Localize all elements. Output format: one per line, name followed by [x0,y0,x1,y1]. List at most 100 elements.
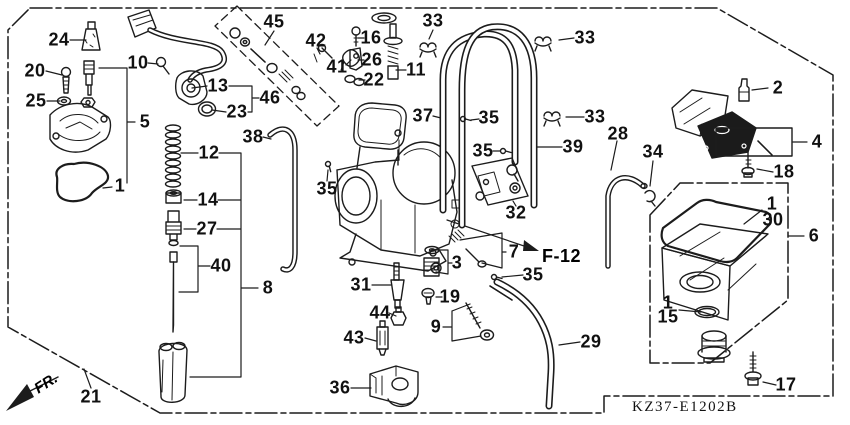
part-19-screw [421,287,435,305]
part-label-39: 39 [562,136,584,157]
part-41-clamp [340,49,360,71]
part-11-choke-assembly [371,12,403,80]
part-label-35: 35 [316,178,338,199]
part-12-spring [164,124,182,188]
part-label-32: 32 [505,202,527,223]
part-39-hose [458,23,538,229]
part-25-washer [56,96,72,106]
part-37-hose [439,30,519,214]
part-20-screw [60,66,72,94]
part-26-bracket [349,47,363,71]
part-label-4: 4 [811,131,823,152]
part-label-11: 11 [405,59,427,80]
part-16-screw [351,26,361,47]
part-label-19: 19 [439,286,461,307]
part-44-nut [390,306,407,326]
part-label-34: 34 [642,141,664,162]
part-label-1: 1 [766,193,778,214]
part-38-hose [267,126,298,273]
part-32-jet-block [471,157,529,206]
part-label-7: 7 [508,241,520,262]
part-label-38: 38 [242,126,264,147]
part-35-pin-bottom [490,273,503,281]
part-label-20: 20 [24,60,46,81]
part-31-main-jet-holder [390,262,405,309]
part-label-1: 1 [114,175,126,196]
part-label-6: 6 [808,225,820,246]
part-label-24: 24 [48,29,70,50]
part-7-screw-set [448,229,487,268]
part-35-pin-left [323,159,335,173]
part-34-clip [644,189,656,207]
part-label-26: 26 [361,49,383,70]
part-label-3: 3 [451,252,463,273]
part-label-27: 27 [196,218,218,239]
part-24-cap [81,21,101,51]
part-label-25: 25 [25,90,47,111]
part-label-5: 5 [139,111,151,132]
part-label-17: 17 [775,374,797,395]
part-45-group-band [214,5,340,127]
part-9-screw-set [465,302,495,341]
part-label-14: 14 [197,189,219,210]
part-label-41: 41 [326,56,348,77]
part-label-35: 35 [472,140,494,161]
part-33-clip-right-b [543,111,561,127]
part-label-13: 13 [207,75,229,96]
part-35-pin-mid [499,147,512,155]
part-label-29: 29 [580,331,602,352]
fr-arrow-icon [6,376,59,411]
part-36-cable-bracket [369,365,419,408]
part-label-15: 15 [657,306,679,327]
carburetor-body [334,102,463,274]
part-label-33: 33 [422,10,444,31]
part-label-9: 9 [430,316,442,337]
top-cover-set [671,89,793,159]
part-label-8: 8 [262,277,274,298]
float-chamber-group [649,182,789,364]
part-label-30: 30 [762,209,784,230]
part-33-clip-right-a [534,36,552,52]
part-label-23: 23 [226,101,248,122]
part-42-screw [313,43,333,63]
part-label-46: 46 [259,87,281,108]
part-label-40: 40 [210,255,232,276]
part-label-22: 22 [363,69,385,90]
part-22-orings [344,74,365,87]
part-28-hose [605,175,648,269]
tps-sensor-assembly [127,9,227,117]
leader-lines [45,29,808,389]
part-2-float-valve [738,78,750,102]
part-43-needle-jet [376,320,389,356]
part-label-43: 43 [343,327,365,348]
part-label-42: 42 [305,30,327,51]
part-label-37: 37 [412,105,434,126]
part-5-cover [49,102,112,153]
diagram-code: KZ37-E1202B [632,399,738,415]
reference-label: F-12 [542,246,582,266]
part-21-float [158,341,188,403]
part-label-21: 21 [80,386,102,407]
part-40-jet-needle [169,251,178,333]
part-label-16: 16 [360,27,382,48]
part-label-18: 18 [773,161,795,182]
overflow-joint-pipe [489,285,513,301]
part-17-screw [744,351,762,386]
part-label-12: 12 [198,142,220,163]
stud-and-nut [80,60,96,108]
part-label-36: 36 [329,377,351,398]
part-label-1: 1 [662,292,674,313]
part-label-44: 44 [369,302,391,323]
part-label-31: 31 [350,274,372,295]
part-label-35: 35 [522,264,544,285]
part-label-28: 28 [607,123,629,144]
part-18-screw [741,151,755,178]
part-label-33: 33 [584,106,606,127]
part-29-hose [493,278,555,410]
part-label-2: 2 [772,77,784,98]
part-label-35: 35 [478,107,500,128]
part-label-10: 10 [127,52,149,73]
part-label-33: 33 [574,27,596,48]
